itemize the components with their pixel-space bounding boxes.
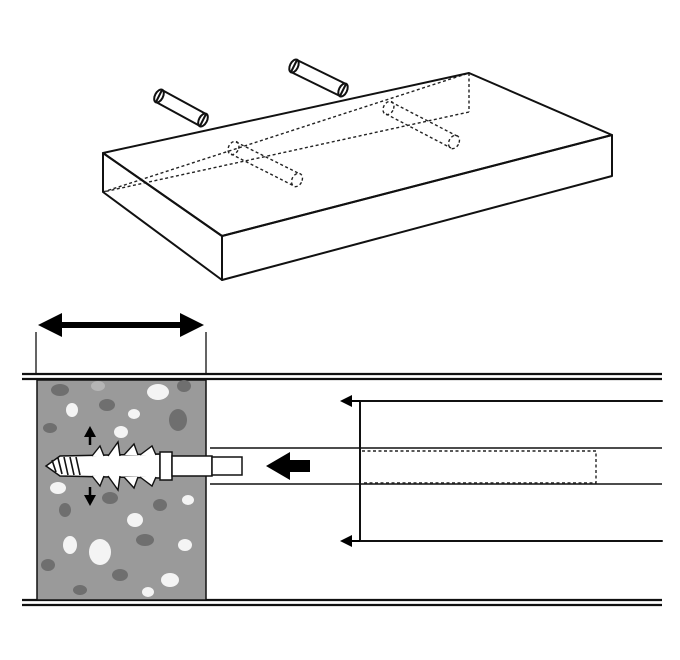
small-arrow-icon — [340, 395, 360, 547]
anchor-thread — [51, 456, 81, 476]
shelf-isometric-view — [102, 58, 613, 281]
mounting-pin-right — [288, 58, 349, 98]
shelf-slab — [102, 72, 613, 281]
push-arrow-icon — [266, 452, 310, 480]
wall-anchor — [44, 440, 243, 492]
wall-section-view — [22, 313, 663, 607]
double-arrow-icon — [35, 313, 207, 375]
hidden-pin-right — [382, 100, 461, 150]
mounting-pin-left — [153, 88, 209, 128]
shelf-pin-hole — [362, 450, 597, 484]
concrete-wall-block — [36, 379, 207, 601]
pin-channel — [210, 447, 662, 485]
hidden-pin-left — [227, 140, 304, 188]
expand-arrow-icon — [84, 426, 96, 506]
shelf-outline — [359, 400, 663, 542]
